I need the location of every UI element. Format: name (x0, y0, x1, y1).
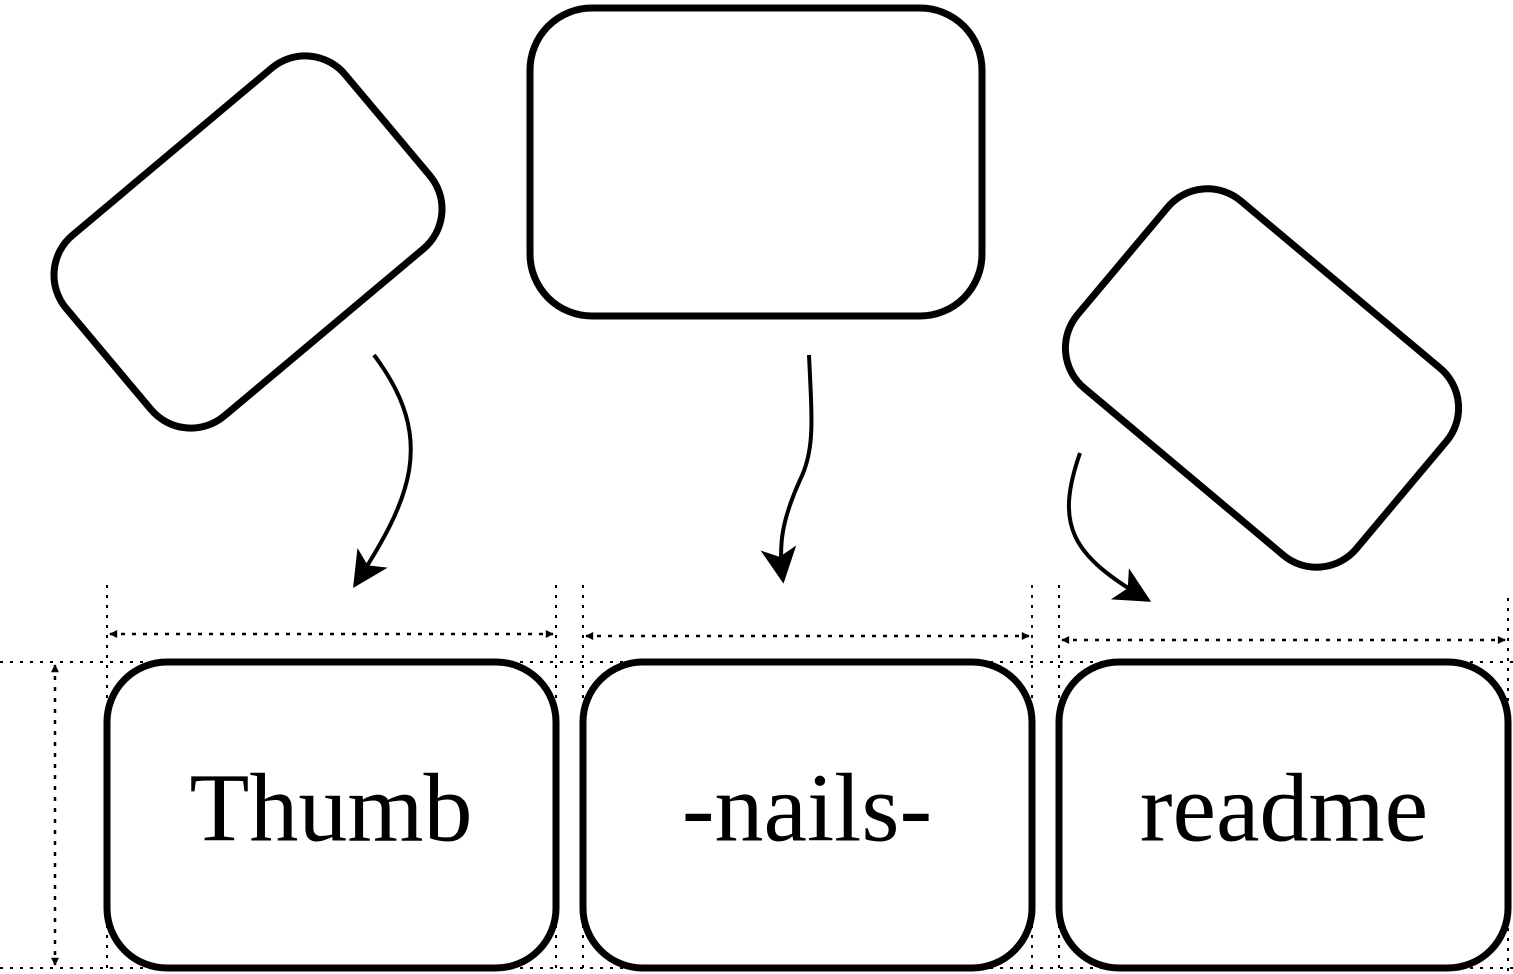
target-card-readme (1055, 658, 1512, 972)
target-card-nails (579, 658, 1036, 972)
flow-arrow-left (353, 353, 413, 589)
flow-arrow-center (760, 354, 814, 584)
flow-arrow-right (1066, 452, 1152, 602)
label-nails: -nails- (682, 754, 932, 862)
label-thumb: Thumb (189, 754, 472, 862)
source-card-upright (526, 4, 986, 320)
flow-arrows (353, 353, 1152, 602)
label-readme: readme (1140, 754, 1428, 862)
source-card-tilted-left (50, 52, 446, 432)
dimension-arrows (51, 630, 1506, 966)
source-card-tilted-right (1061, 185, 1463, 571)
source-cards (50, 4, 1463, 571)
target-card-thumb (103, 658, 560, 972)
target-cards: Thumb -nails- readme (103, 658, 1512, 972)
